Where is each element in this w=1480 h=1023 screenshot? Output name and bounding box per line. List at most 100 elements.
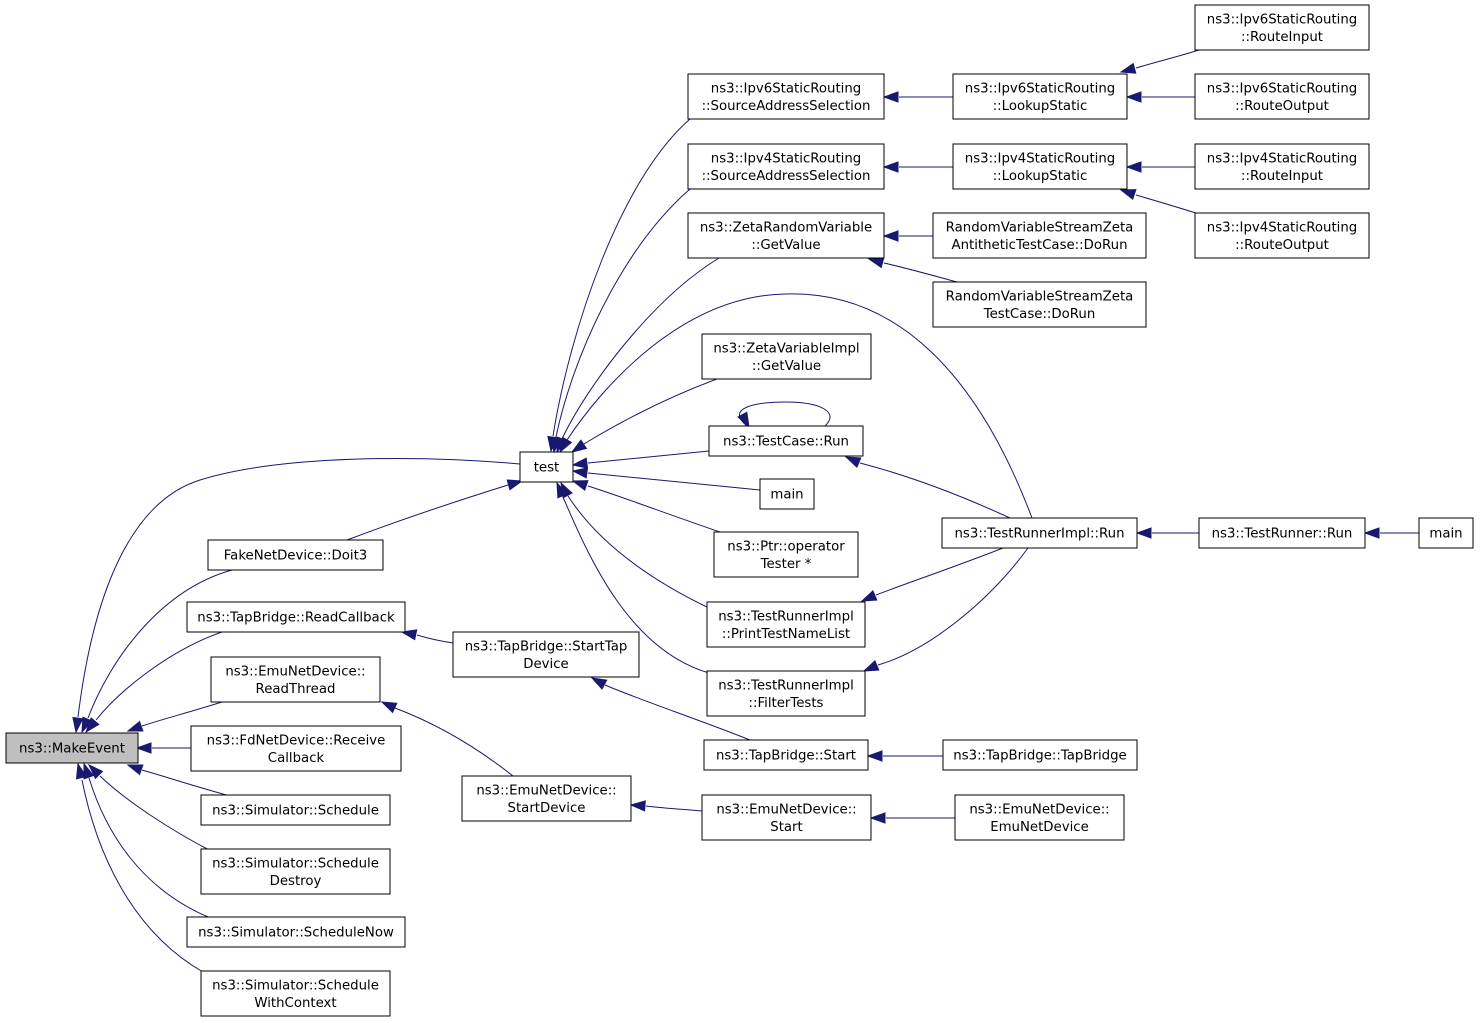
call-edge-ipv4_routeinput-to-ipv4_lookup xyxy=(1125,161,1195,173)
node-ipv4-lookup[interactable]: ns3::Ipv4StaticRouting::LookupStatic xyxy=(952,143,1128,190)
node-label-line: ns3::Ipv6StaticRouting xyxy=(1207,12,1357,27)
call-edge-ipv4_sas-to-test xyxy=(550,188,691,454)
node-ipv4-sas[interactable]: ns3::Ipv4StaticRouting::SourceAddressSel… xyxy=(687,143,885,190)
node-emu-ctor[interactable]: ns3::EmuNetDevice::EmuNetDevice xyxy=(954,794,1125,841)
call-edge-emu_startdev-to-emu_readthread xyxy=(380,701,514,777)
call-edge-tri_filter-to-test xyxy=(556,481,710,674)
call-edge-emu_start-to-emu_startdev xyxy=(629,800,703,812)
node-label-line: ::SourceAddressSelection xyxy=(702,169,871,184)
edge-line xyxy=(567,495,710,609)
node-label-line: RandomVariableStreamZeta xyxy=(946,220,1134,235)
node-label-line: ns3::EmuNetDevice:: xyxy=(716,802,856,817)
node-label-line: ns3::Ipv6StaticRouting xyxy=(965,81,1115,96)
call-edge-main2-to-tr_run xyxy=(1363,527,1419,539)
arrowhead-icon xyxy=(559,436,573,454)
node-label-line: ns3::TapBridge::ReadCallback xyxy=(197,611,395,626)
node-label-line: ns3::FdNetDevice::Receive xyxy=(207,733,386,748)
node-label-line: Device xyxy=(523,657,568,672)
node-box xyxy=(5,732,139,764)
arrowhead-icon xyxy=(126,764,144,776)
node-zeta-impl-get[interactable]: ns3::ZetaVariableImpl::GetValue xyxy=(701,333,872,380)
node-ipv6-sas[interactable]: ns3::Ipv6StaticRouting::SourceAddressSel… xyxy=(687,73,885,120)
node-label-line: ns3::EmuNetDevice:: xyxy=(969,802,1109,817)
arrowhead-icon xyxy=(882,161,899,173)
node-tri-run[interactable]: ns3::TestRunnerImpl::Run xyxy=(941,517,1138,549)
node-box xyxy=(941,517,1138,549)
node-box xyxy=(954,794,1125,841)
node-label-line: main xyxy=(770,488,803,503)
call-edge-emu_ctor-to-emu_start xyxy=(869,812,955,824)
node-label-line: ns3::EmuNetDevice:: xyxy=(476,783,616,798)
node-ipv6-routeoutput[interactable]: ns3::Ipv6StaticRouting::RouteOutput xyxy=(1194,73,1370,120)
call-edge-testcase_run-to-test xyxy=(571,450,710,469)
node-tap-readcb[interactable]: ns3::TapBridge::ReadCallback xyxy=(186,601,406,633)
node-label-line: ::PrintTestNameList xyxy=(722,627,850,642)
node-tr-run[interactable]: ns3::TestRunner::Run xyxy=(1198,517,1366,549)
node-sim-schedule[interactable]: ns3::Simulator::Schedule xyxy=(200,794,391,826)
node-tri-print[interactable]: ns3::TestRunnerImpl::PrintTestNameList xyxy=(706,601,866,648)
node-label-line: ns3::TestRunnerImpl::Run xyxy=(955,527,1125,542)
edge-line xyxy=(87,569,233,719)
arrowhead-icon xyxy=(83,762,95,780)
call-edge-tap_starttap-to-tap_readcb xyxy=(400,629,454,644)
edge-line xyxy=(583,378,718,445)
node-box xyxy=(932,281,1147,328)
node-box xyxy=(1198,517,1366,549)
node-box xyxy=(200,848,391,895)
call-edge-sim_sched_now-to-makeevent xyxy=(83,762,214,920)
call-edge-ipv4_routeoutput-to-ipv4_lookup xyxy=(1119,189,1200,215)
node-main2[interactable]: main xyxy=(1418,517,1474,549)
node-label-line: ns3::Simulator::ScheduleNow xyxy=(198,926,394,941)
edge-line xyxy=(394,707,514,777)
call-edge-rvs_zeta-to-zeta_rv_get xyxy=(867,257,958,283)
arrowhead-icon xyxy=(629,800,646,812)
edge-line xyxy=(99,775,214,853)
node-box xyxy=(186,916,406,948)
node-tap-start[interactable]: ns3::TapBridge::Start xyxy=(703,739,869,771)
node-label-line: Destroy xyxy=(270,874,322,889)
node-rvs-zeta-anti[interactable]: RandomVariableStreamZetaAntitheticTestCa… xyxy=(932,212,1147,259)
node-label-line: Start xyxy=(770,820,802,835)
node-label-line: ::LookupStatic xyxy=(993,99,1088,114)
node-tri-filter[interactable]: ns3::TestRunnerImpl::FilterTests xyxy=(706,670,866,717)
edge-line xyxy=(95,631,223,721)
node-box xyxy=(1194,73,1370,120)
call-edge-sim_schedule-to-makeevent xyxy=(126,764,235,798)
node-label-line: ::RouteInput xyxy=(1241,169,1323,184)
node-zeta-rv-get[interactable]: ns3::ZetaRandomVariable::GetValue xyxy=(687,212,885,259)
arrowhead-icon xyxy=(571,480,589,492)
node-sim-sched-now[interactable]: ns3::Simulator::ScheduleNow xyxy=(186,916,406,948)
node-fake-doit3[interactable]: FakeNetDevice::Doit3 xyxy=(207,539,384,571)
node-label-line: ::RouteOutput xyxy=(1235,238,1329,253)
node-emu-start[interactable]: ns3::EmuNetDevice::Start xyxy=(701,794,872,841)
arrowhead-icon xyxy=(75,762,88,780)
node-emu-startdev[interactable]: ns3::EmuNetDevice::StartDevice xyxy=(461,775,632,822)
node-test[interactable]: test xyxy=(519,451,574,483)
node-box xyxy=(207,539,384,571)
arrowhead-icon xyxy=(1125,161,1142,173)
node-main1[interactable]: main xyxy=(759,478,815,510)
node-ipv6-lookup[interactable]: ns3::Ipv6StaticRouting::LookupStatic xyxy=(952,73,1128,120)
arrowhead-icon xyxy=(506,479,524,491)
node-label-line: ns3::TestRunner::Run xyxy=(1212,527,1353,542)
node-ipv4-routeinput[interactable]: ns3::Ipv4StaticRouting::RouteInput xyxy=(1194,143,1370,190)
node-label-line: ns3::Ipv6StaticRouting xyxy=(711,81,861,96)
node-emu-readthread[interactable]: ns3::EmuNetDevice::ReadThread xyxy=(210,656,381,703)
arrowhead-icon xyxy=(380,701,398,714)
node-label-line: ::RouteOutput xyxy=(1235,99,1329,114)
node-box xyxy=(952,143,1128,190)
node-testcase-run[interactable]: ns3::TestCase::Run xyxy=(708,425,864,457)
node-ipv4-routeoutput[interactable]: ns3::Ipv4StaticRouting::RouteOutput xyxy=(1194,212,1370,259)
node-makeevent[interactable]: ns3::MakeEvent xyxy=(5,732,139,764)
node-label-line: FakeNetDevice::Doit3 xyxy=(224,549,368,564)
node-tap-ctor[interactable]: ns3::TapBridge::TapBridge xyxy=(942,739,1138,771)
node-ipv6-routeinput[interactable]: ns3::Ipv6StaticRouting::RouteInput xyxy=(1194,4,1370,51)
call-edge-testcase_run-to-testcase_run xyxy=(737,401,831,429)
